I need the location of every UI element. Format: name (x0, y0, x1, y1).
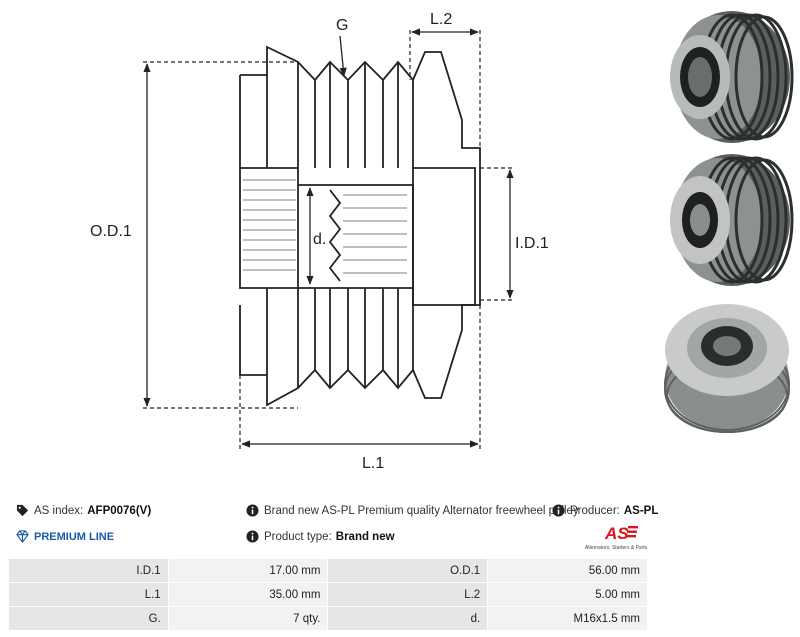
product-type-row: Product type: Brand new (246, 530, 395, 543)
tags-icon (16, 504, 29, 517)
spec-key: L.2 (327, 582, 489, 607)
label-l1: L.1 (362, 455, 384, 472)
label-g: G (336, 17, 348, 34)
table-row: G. 7 qty. d. M16x1.5 mm (8, 606, 648, 631)
table-row: L.1 35.00 mm L.2 5.00 mm (8, 582, 648, 607)
description-text: Brand new AS-PL Premium quality Alternat… (264, 504, 579, 517)
producer-label: Producer: (570, 504, 620, 517)
label-l2: L.2 (430, 11, 452, 28)
spec-value: M16x1.5 mm (487, 606, 648, 631)
label-od1: O.D.1 (90, 223, 132, 240)
as-index-row: AS index: AFP0076(V) (16, 504, 151, 517)
technical-drawing: G L.2 O.D.1 d. I.D.1 L.1 (90, 11, 549, 472)
diamond-icon (16, 530, 29, 543)
spec-key: G. (8, 606, 169, 631)
product-photo-top (664, 304, 790, 433)
label-d: d. (313, 231, 326, 248)
svg-text:AS: AS (604, 524, 629, 543)
premium-line-badge: PREMIUM LINE (16, 530, 114, 543)
spec-value: 35.00 mm (167, 582, 329, 607)
as-index-label: AS index: (34, 504, 84, 517)
product-type-value: Brand new (335, 530, 395, 543)
as-index-value: AFP0076(V) (87, 504, 152, 517)
pulley-outline (239, 45, 481, 407)
premium-line-label: PREMIUM LINE (34, 530, 115, 543)
product-photo-front (670, 11, 794, 143)
product-photo-angle (670, 154, 794, 286)
spec-key: L.1 (8, 582, 169, 607)
info-icon (246, 530, 259, 543)
svg-text:Alternators, Starters & Parts: Alternators, Starters & Parts (585, 545, 648, 551)
producer-value: AS-PL (623, 504, 659, 517)
spec-value: 56.00 mm (487, 558, 648, 583)
as-pl-logo: AS Alternators, Starters & Parts (585, 524, 648, 551)
table-row: I.D.1 17.00 mm O.D.1 56.00 mm (8, 558, 648, 583)
spec-value: 17.00 mm (167, 558, 329, 583)
specs-table: I.D.1 17.00 mm O.D.1 56.00 mm L.1 35.00 … (8, 558, 648, 631)
spec-value: 7 qty. (167, 606, 329, 631)
g-pointer (339, 35, 347, 77)
info-icon (246, 504, 259, 517)
producer-row: Producer: AS-PL (552, 504, 658, 517)
spec-key: I.D.1 (8, 558, 169, 583)
spec-key: O.D.1 (327, 558, 489, 583)
spec-value: 5.00 mm (487, 582, 648, 607)
spec-key: d. (327, 606, 489, 631)
description-row: Brand new AS-PL Premium quality Alternat… (246, 504, 579, 517)
label-id1: I.D.1 (515, 235, 549, 252)
info-icon (552, 504, 565, 517)
product-type-label: Product type: (264, 530, 332, 543)
